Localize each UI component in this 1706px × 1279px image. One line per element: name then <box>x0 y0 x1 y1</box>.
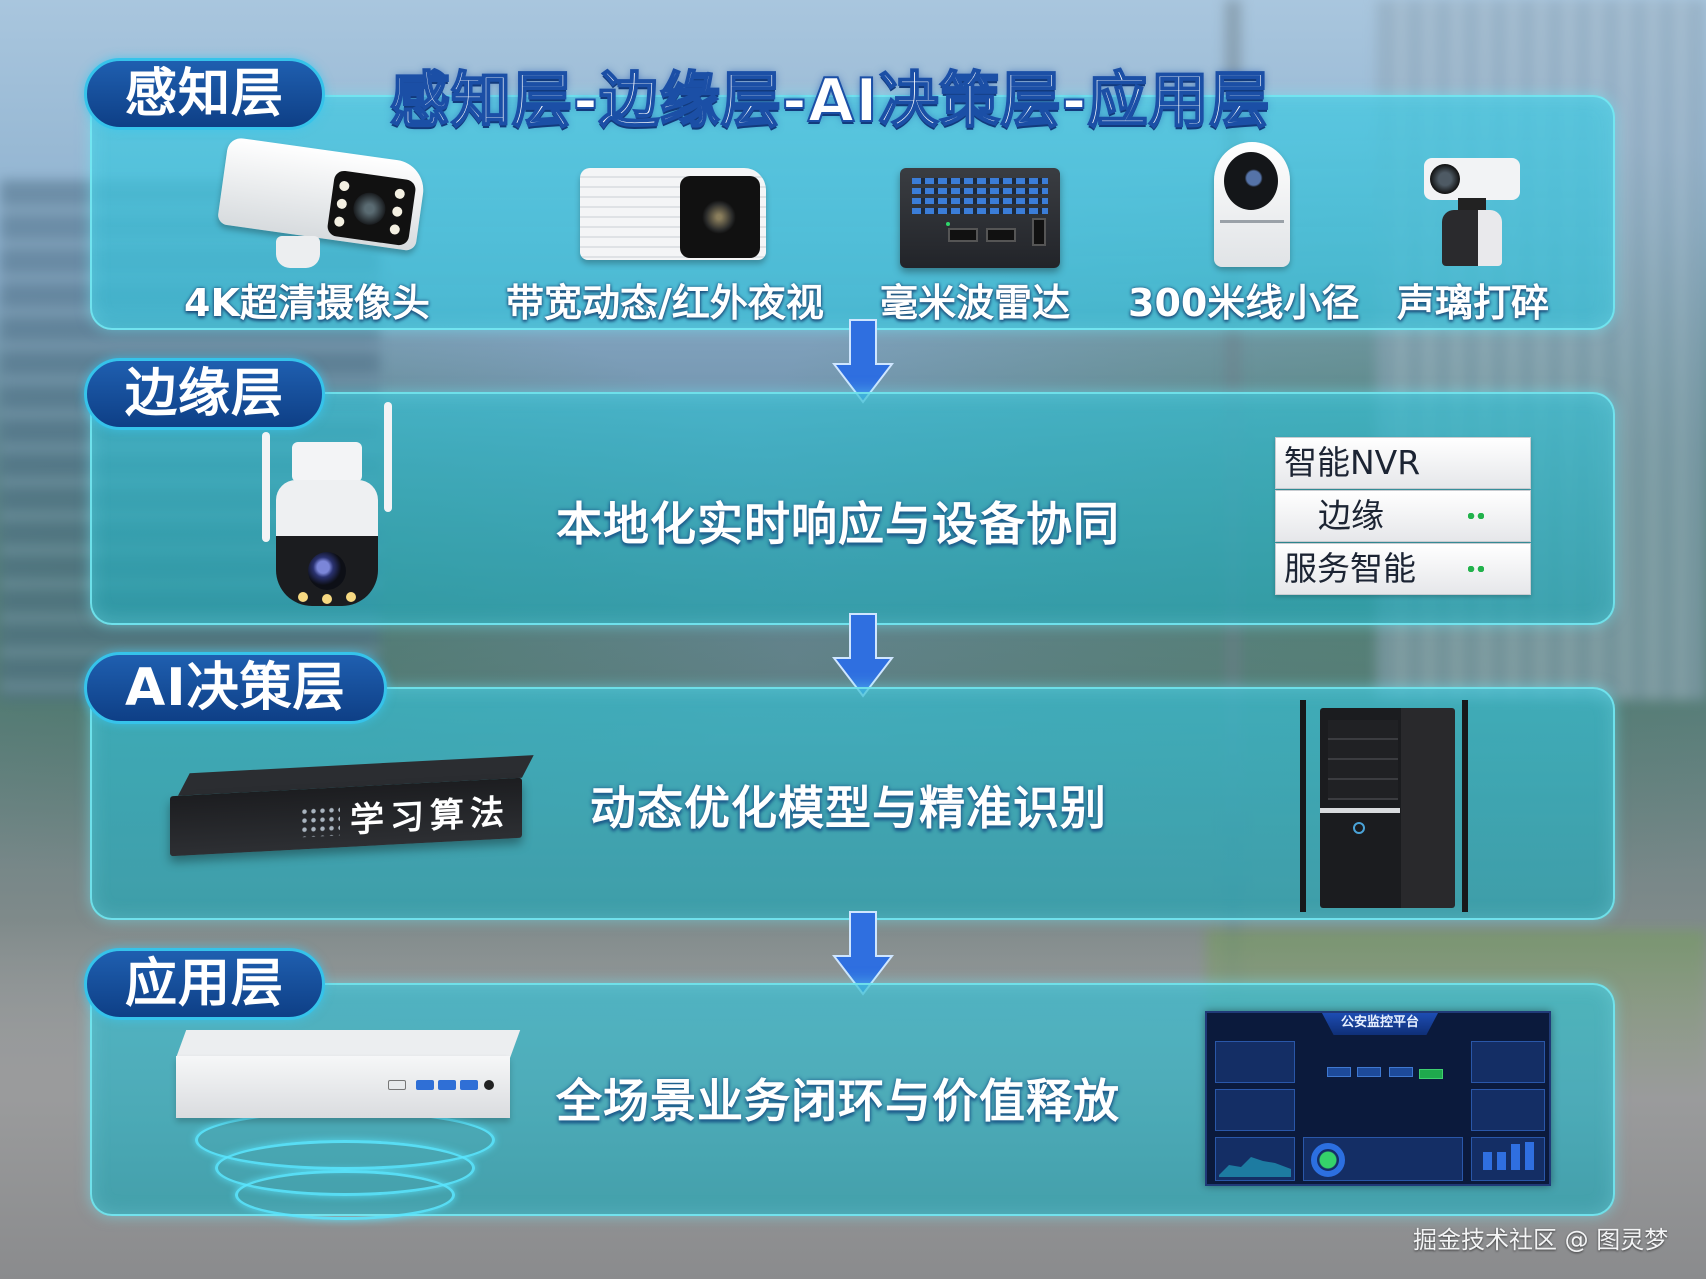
nvr-slab: 服务智能 <box>1275 543 1531 595</box>
page-title: 感知层-边缘层-AI决策层-应用层 <box>389 65 1271 137</box>
device-label: 带宽动态/红外夜视 <box>506 281 824 325</box>
camera-mount-icon <box>276 236 320 268</box>
arrow-down-icon <box>832 319 894 404</box>
nvr-slab: 边缘 <box>1275 490 1531 542</box>
nvr-stack-icon: 智能NVR 边缘 服务智能 <box>1275 437 1531 597</box>
edge-box-icon <box>176 1030 521 1130</box>
server-box-icon: 学习算法 <box>170 755 534 864</box>
status-led-icon <box>1468 513 1484 519</box>
box-camera-icon <box>580 168 766 260</box>
ai-layer-description: 动态优化模型与精准识别 <box>590 781 1107 835</box>
device-label: 4K超清摄像头 <box>184 281 430 325</box>
arrow-down-icon <box>832 911 894 996</box>
edge-layer-badge: 边缘层 <box>84 358 326 430</box>
device-label: 声璃打碎 <box>1397 281 1550 325</box>
ai-decision-layer-badge: AI决策层 <box>84 652 387 724</box>
perception-layer-badge: 感知层 <box>84 58 326 130</box>
application-layer-badge: 应用层 <box>84 948 326 1020</box>
dome-camera-icon <box>1214 142 1290 267</box>
ptz-camera-icon <box>262 402 392 612</box>
application-layer-description: 全场景业务闭环与价值释放 <box>556 1074 1120 1128</box>
dashboard-screen-icon: 公安监控平台 <box>1205 1011 1551 1186</box>
device-label: 300米线小径 <box>1128 281 1360 325</box>
nvr-slab-label: 服务智能 <box>1284 549 1416 588</box>
arrow-down-icon <box>832 613 894 698</box>
nvr-slab-label: 智能NVR <box>1275 437 1531 489</box>
dashboard-title: 公安监控平台 <box>1322 1013 1438 1035</box>
edge-layer-description: 本地化实时响应与设备协同 <box>556 497 1120 551</box>
nvr-slab-label: 边缘 <box>1318 496 1384 535</box>
watermark: 掘金技术社区 @ 图灵梦 <box>1413 1226 1669 1254</box>
status-led-icon <box>1468 566 1484 572</box>
mini-camera-icon <box>1424 158 1520 268</box>
server-box-label: 学习算法 <box>350 792 510 841</box>
radar-icon <box>900 168 1060 268</box>
device-label: 毫米波雷达 <box>880 281 1071 325</box>
tower-server-icon <box>1300 700 1470 912</box>
